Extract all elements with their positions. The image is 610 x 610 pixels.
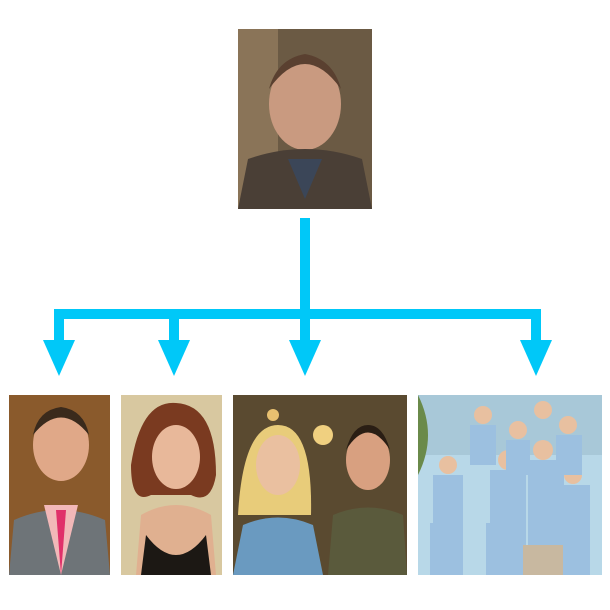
child-photo-4 xyxy=(418,395,602,575)
arrow-head-1 xyxy=(43,340,75,376)
arrow-head-4 xyxy=(520,340,552,376)
top-portrait-photo xyxy=(238,29,372,209)
branch-stem-2 xyxy=(169,309,179,343)
branch-bar xyxy=(54,309,541,319)
branch-stem-3 xyxy=(300,309,310,343)
branch-stem-4 xyxy=(531,309,541,343)
arrow-head-3 xyxy=(289,340,321,376)
child-photo-1 xyxy=(9,395,110,575)
arrow-head-2 xyxy=(158,340,190,376)
branch-stem-1 xyxy=(54,309,64,343)
child-photo-2 xyxy=(121,395,222,575)
child-photo-3 xyxy=(233,395,407,575)
arrow-connectors xyxy=(43,218,552,376)
trunk-line xyxy=(300,218,310,318)
